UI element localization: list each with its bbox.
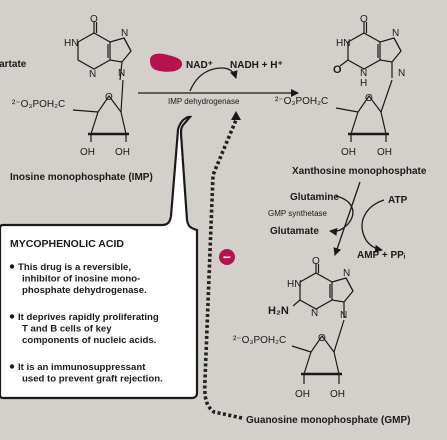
gmp-atom-n7: N [343,268,350,279]
xmp-atom-n9: N [398,68,405,79]
bullet-line: This drug is a reversible, [18,262,131,273]
gmp-atom-hn: HN [287,279,301,290]
bullet-line: phosphate dehydrogenase. [22,285,147,296]
xmp-molecule [335,22,402,142]
callout-box [0,115,199,400]
atp-label: ATP [388,195,408,206]
feedback-inhibition-sign: − [219,249,235,265]
xmp-atom-n: N [360,68,367,79]
bullet-dot [9,364,15,369]
gmp-atoms: O HN H₂N N N N O ²⁻O₃POH₂C OH OH [233,256,350,400]
gmp-atom-h2n: H₂N [268,305,289,317]
gmp-oh-right: OH [330,389,345,400]
gmp-label: Guanosine monophosphate (GMP) [246,415,410,426]
gmp-atom-n9: N [340,310,347,321]
amp-ppi-label: AMP + PPᵢ [357,250,406,261]
gmp-feedback-dotted-line [202,119,243,420]
xmp-oh-right: OH [377,147,392,158]
gmp-atom-ring-o: O [318,333,326,344]
reaction-arrow-xmp-gmp [333,181,361,256]
mycophenolic-acid-callout: MYCOPHENOLIC ACID This drug is a reversi… [0,115,199,400]
gmp-atom-o: O [312,256,320,267]
aspartate-label: partate [0,59,27,70]
xmp-label: Xanthosine monophosphate [292,166,427,177]
imp-atom-n3: N [89,69,96,80]
imp-atom-ring-o: O [105,92,113,103]
nad-label: NAD⁺ [186,60,213,71]
imp-atoms: O HN N N N O ²⁻O₃POH₂C OH OH [12,14,130,158]
feedback-arrowhead [231,111,241,120]
atp-amp-arc [361,199,385,253]
bullet-dot [9,314,15,319]
imp-atom-n7: N [121,28,128,39]
gmp-atom-n3: N [311,308,318,319]
imp-atom-o: O [90,14,98,25]
callout-bullets: This drug is a reversible,inhibitor of i… [9,262,163,385]
glutamate-label: Glutamate [270,226,319,237]
bullet-line: used to prevent graft rejection. [22,374,163,385]
bullet-line: T and B cells of key [22,324,112,335]
imp-phosphate: ²⁻O₃POH₂C [12,99,65,110]
xmp-atom-h: H [360,78,367,89]
imp-label: Inosine monophosphate (IMP) [10,172,153,183]
xmp-atom-n7: N [392,28,399,39]
nad-nadh-arc [189,67,238,92]
xmp-atom-ring-o: O [365,93,373,104]
imp-molecule [72,22,132,142]
xmp-atom-o-new: O [333,64,342,76]
xmp-to-gmp-reaction: Glutamine ATP GMP synthetase Glutamate A… [268,181,408,261]
bullet-line: It is an immunosuppressant [18,362,146,373]
xmp-atom-o-top: O [360,14,368,25]
bullet-line: inhibitor of inosine mono- [22,274,140,285]
xmp-oh-left: OH [341,147,356,158]
imp-oh-left: OH [80,147,95,158]
gmp-phosphate: ²⁻O₃POH₂C [233,335,286,346]
mycophenolic-acid-inhibitor-shape [150,53,183,72]
imp-atom-hn: HN [64,38,78,49]
gmp-synthetase-label: GMP synthetase [268,209,328,218]
xmp-phosphate: ²⁻O₃POH₂C [275,96,328,107]
glutamine-label: Glutamine [290,192,339,203]
imp-atom-n9: N [118,68,125,79]
bullet-line: components of nucleic acids. [22,335,156,346]
imp-to-xmp-reaction: NAD⁺ NADH + H⁺ IMP dehydrogenase [138,60,299,106]
inhibition-minus: − [223,249,231,265]
imp-dehydrogenase-label: IMP dehydrogenase [168,97,240,106]
glutamine-glutamate-arc [329,195,354,236]
callout-title: MYCOPHENOLIC ACID [10,238,124,250]
xmp-atom-hn: HN [336,38,350,49]
bullet-line: It deprives rapidly proliferating [18,312,159,323]
nadh-label: NADH + H⁺ [230,60,283,71]
inhibition-circle [219,249,235,265]
gmp-molecule [291,264,354,384]
imp-oh-right: OH [115,147,130,158]
bullet-dot [9,264,15,269]
gmp-oh-left: OH [295,389,310,400]
xmp-atoms: O HN O N H N N O ²⁻O₃POH₂C OH OH [275,14,405,158]
